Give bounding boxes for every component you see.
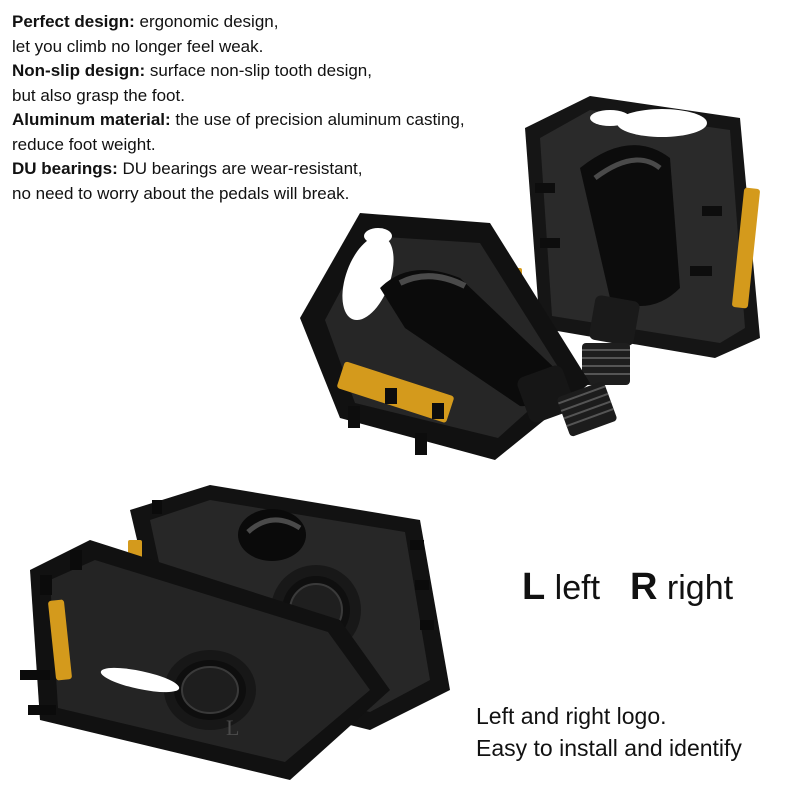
feature-title: DU bearings: (12, 159, 118, 178)
pedal-pair-photo-top (300, 96, 760, 460)
feature-aluminum-material: Aluminum material: the use of precision … (12, 108, 532, 157)
feature-text: reduce foot weight. (12, 134, 156, 154)
left-word: left (545, 569, 601, 607)
logo-note: Left and right logo. Easy to install and… (476, 700, 742, 764)
pedal-pair-photo-bottom: R L (20, 485, 450, 780)
feature-perfect-design: Perfect design: ergonomic design, let yo… (12, 10, 532, 59)
side-indicator: L left R right (522, 566, 733, 609)
feature-list: Perfect design: ergonomic design, let yo… (12, 10, 532, 206)
feature-text: DU bearings are wear-resistant, (117, 159, 363, 178)
feature-du-bearings: DU bearings: DU bearings are wear-resist… (12, 157, 532, 206)
pedal-back (512, 96, 760, 385)
feature-text: no need to worry about the pedals will b… (12, 183, 350, 203)
feature-text: ergonomic design, (134, 12, 279, 31)
axle-mark-left: L (226, 715, 239, 740)
feature-non-slip-design: Non-slip design: surface non-slip tooth … (12, 59, 532, 108)
pedal-front (300, 213, 617, 460)
feature-text: but also grasp the foot. (12, 85, 185, 105)
right-letter: R (630, 566, 658, 608)
feature-text: let you climb no longer feel weak. (12, 36, 264, 56)
reflector (732, 187, 760, 309)
reflector (48, 599, 72, 681)
pedal-left: L (20, 540, 390, 780)
feature-title: Aluminum material: (12, 110, 171, 129)
left-letter: L (522, 566, 546, 608)
feature-title: Perfect design: (12, 12, 135, 31)
logo-note-line: Left and right logo. (476, 703, 667, 729)
feature-text: the use of precision aluminum casting, (170, 110, 465, 129)
feature-title: Non-slip design: (12, 61, 146, 80)
feature-text: surface non-slip tooth design, (145, 61, 372, 80)
logo-note-line: Easy to install and identify (476, 735, 742, 761)
right-word: right (657, 569, 734, 607)
